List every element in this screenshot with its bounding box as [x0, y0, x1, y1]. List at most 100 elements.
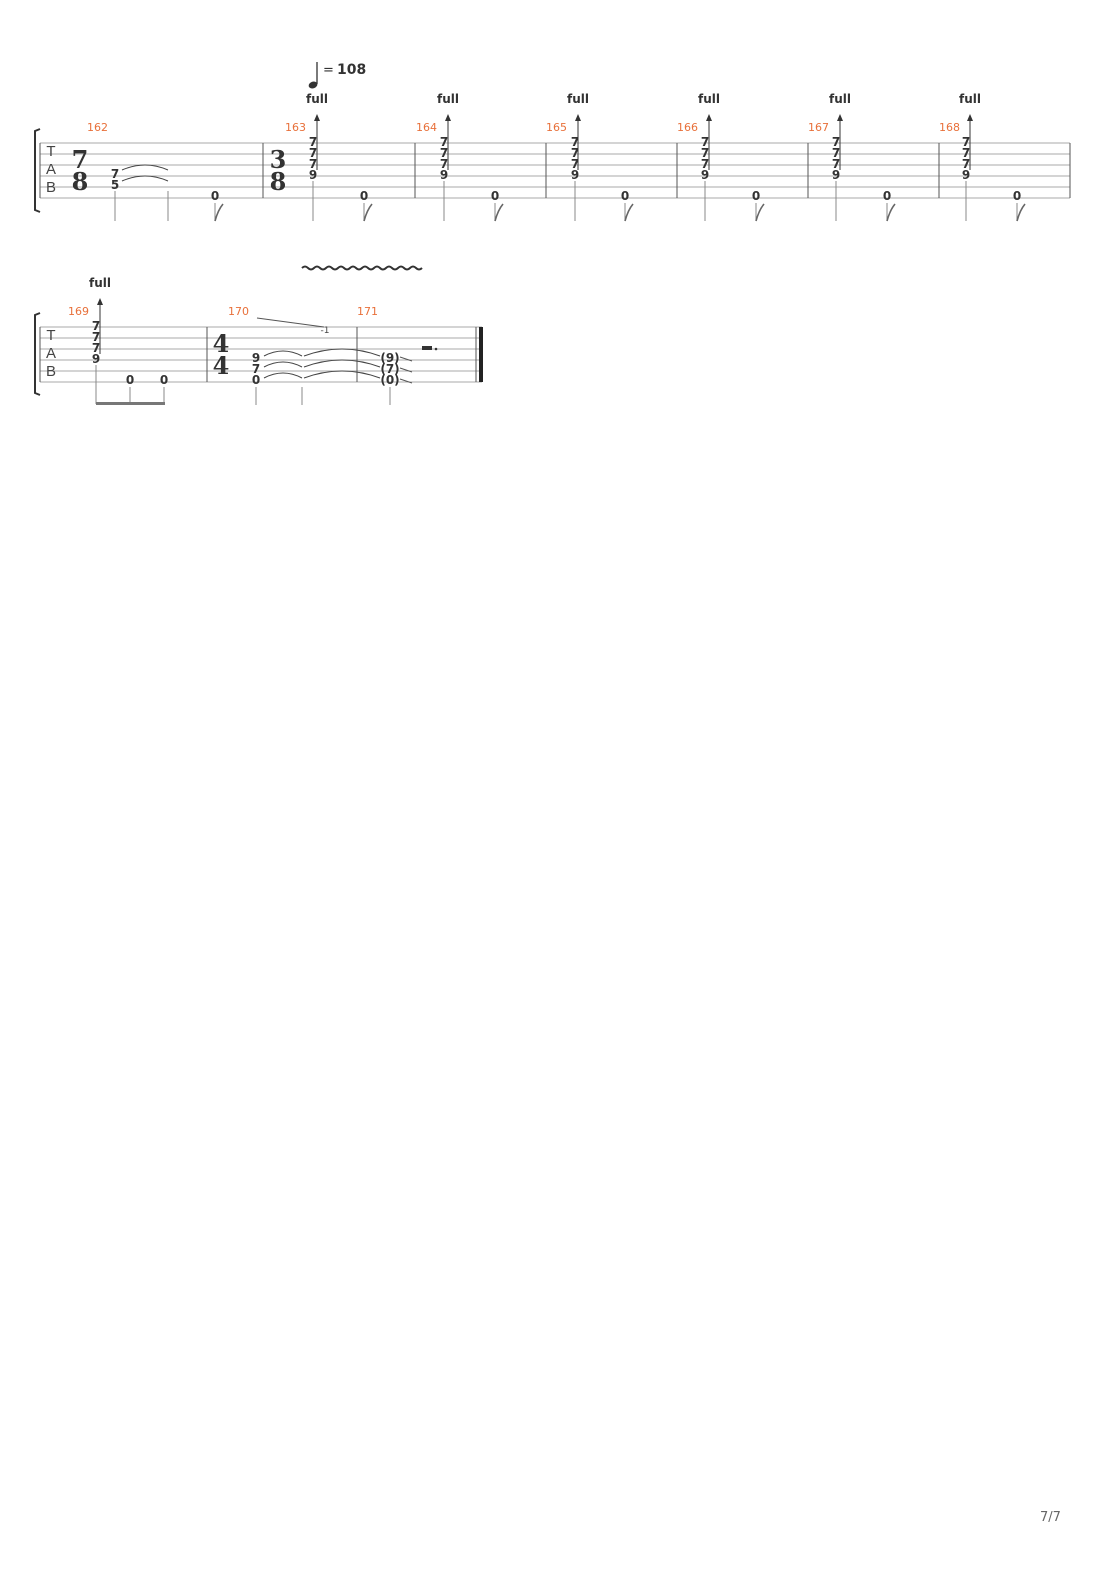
tie — [121, 164, 169, 171]
measure-162: 7 5 0 — [111, 164, 224, 222]
measure-165: full 7 7 7 9 0 — [567, 92, 634, 222]
vibrato-line — [301, 265, 423, 271]
fret-number: 9 — [440, 168, 448, 182]
measure-168: full 7 7 7 9 0 — [959, 92, 1026, 222]
fret-number: 7 — [832, 157, 840, 171]
time-signatures: 7 8 3 8 — [72, 145, 287, 196]
fret-number: 7 — [309, 146, 317, 160]
tempo-equals: = — [323, 63, 334, 78]
fret-number: 0 — [752, 189, 760, 203]
fret-number: 7 — [832, 146, 840, 160]
eighth-flag — [755, 203, 765, 222]
fret-number: 7 — [571, 135, 579, 149]
bend-label: full — [306, 92, 328, 106]
eighth-flag — [624, 203, 634, 222]
fret-number: 7 — [440, 135, 448, 149]
fret-number: 7 — [962, 157, 970, 171]
tab-clef-b: B — [46, 179, 56, 196]
fret-number: 7 — [92, 341, 100, 355]
fret-number: 0 — [126, 373, 134, 387]
bend-arrow-icon — [575, 114, 581, 121]
time-signature-bottom: 8 — [270, 167, 287, 196]
fret-number: 7 — [440, 157, 448, 171]
fret-number: 5 — [111, 178, 119, 192]
fret-number: (9) — [380, 351, 399, 365]
measure-number: 168 — [939, 121, 960, 134]
fret-number: 7 — [309, 157, 317, 171]
barlines — [39, 143, 1071, 198]
page-number: 7/7 — [1040, 1510, 1061, 1525]
bend-arrow-icon — [967, 114, 973, 121]
whammy-value: -1 — [321, 326, 330, 336]
fret-number: 0 — [621, 189, 629, 203]
time-signature-top: 3 — [270, 145, 287, 174]
tempo-bpm: 108 — [337, 62, 366, 78]
bend-label: full — [89, 276, 111, 290]
tab-staff-lines — [40, 142, 1070, 199]
fret-number: 9 — [571, 168, 579, 182]
ties — [263, 348, 381, 379]
bend-label: full — [437, 92, 459, 106]
tab-clef-t: T — [46, 327, 55, 344]
measure-171: (9) (7) (0) — [380, 346, 438, 405]
barlines — [39, 327, 477, 382]
measure-number: 162 — [87, 121, 108, 134]
fret-number: 0 — [252, 373, 260, 387]
tab-clef-b: B — [46, 363, 56, 380]
bend-arrow-icon — [837, 114, 843, 121]
eighth-flag — [214, 203, 224, 222]
fret-number: 7 — [832, 135, 840, 149]
bend-label: full — [567, 92, 589, 106]
measure-169: full 7 7 7 9 0 0 — [89, 276, 168, 405]
fret-number: 7 — [701, 135, 709, 149]
fret-number: 0 — [211, 189, 219, 203]
fret-number: 9 — [962, 168, 970, 182]
fret-number: 9 — [92, 352, 100, 366]
fret-number: 7 — [571, 157, 579, 171]
measure-numbers: 169 170 171 — [68, 305, 378, 318]
fret-number: 7 — [111, 167, 119, 181]
whammy-line — [256, 317, 325, 328]
final-barline — [479, 327, 483, 382]
measure-number: 163 — [285, 121, 306, 134]
bend-label: full — [698, 92, 720, 106]
rest-dot — [434, 347, 438, 351]
eighth-flag — [363, 203, 373, 222]
time-signature-bottom: 8 — [72, 167, 89, 196]
fret-number: 7 — [701, 157, 709, 171]
slide-out-lines — [399, 356, 413, 384]
half-rest-icon — [422, 346, 432, 350]
measure-170: 4 4 -1 9 7 0 — [213, 265, 423, 405]
bend-label: full — [959, 92, 981, 106]
system-bracket — [34, 312, 41, 396]
fret-number: 9 — [701, 168, 709, 182]
system-2: T A B 169 170 171 full 7 7 7 9 0 0 4 4 — [34, 265, 483, 405]
fret-number: 0 — [1013, 189, 1021, 203]
beam — [96, 402, 165, 405]
tie — [121, 175, 169, 182]
fret-number: 0 — [883, 189, 891, 203]
system-1: T A B = 108 162 163 164 165 166 167 168 … — [34, 62, 1071, 222]
fret-number: 7 — [571, 146, 579, 160]
measure-number: 164 — [416, 121, 437, 134]
eighth-flag — [494, 203, 504, 222]
bend-arrow-icon — [314, 114, 320, 121]
time-signature-top: 4 — [213, 329, 230, 358]
fret-number: (7) — [380, 362, 399, 376]
fret-number: 0 — [360, 189, 368, 203]
quarter-note-icon — [308, 81, 318, 89]
time-signature-bottom: 4 — [213, 351, 230, 380]
fret-number: 0 — [491, 189, 499, 203]
measure-167: full 7 7 7 9 0 — [829, 92, 896, 222]
bend-label: full — [829, 92, 851, 106]
bend-arrow-icon — [97, 298, 103, 305]
fret-number: 7 — [92, 319, 100, 333]
measure-number: 167 — [808, 121, 829, 134]
fret-number: (0) — [380, 373, 399, 387]
tempo-marking: = 108 — [308, 62, 366, 89]
fret-number: 0 — [160, 373, 168, 387]
tab-clef-a: A — [46, 161, 56, 178]
fret-number: 9 — [309, 168, 317, 182]
fret-number: 7 — [309, 135, 317, 149]
